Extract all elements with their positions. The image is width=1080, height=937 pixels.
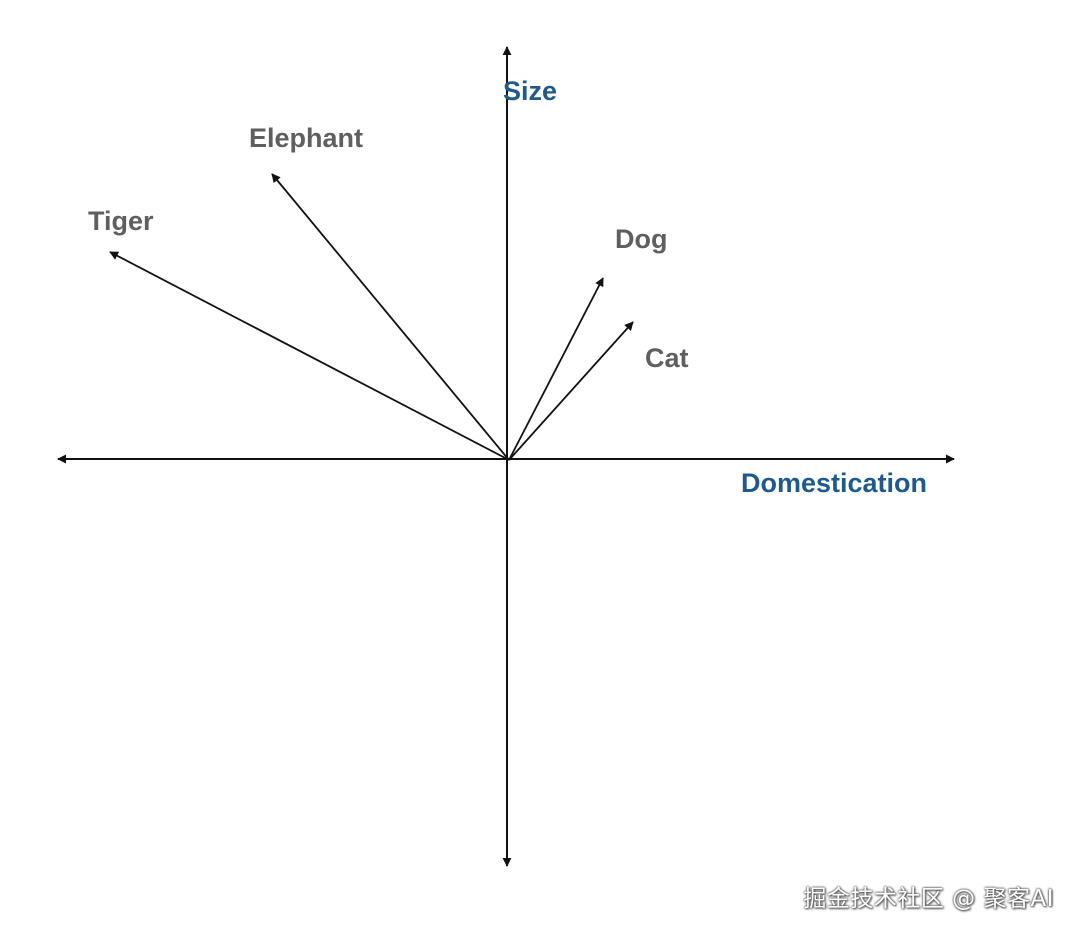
elephant-vector bbox=[271, 173, 510, 461]
elephant-label: Elephant bbox=[249, 123, 363, 153]
dog-vector bbox=[508, 277, 604, 461]
y-axis-label: Size bbox=[503, 76, 557, 106]
x-axis-label: Domestication bbox=[741, 468, 927, 498]
tiger-label: Tiger bbox=[88, 206, 154, 236]
dog-label: Dog bbox=[615, 224, 667, 254]
watermark: 掘金技术社区 @ 聚客AI bbox=[803, 886, 1054, 912]
tiger-vector bbox=[109, 251, 510, 461]
cat-vector bbox=[508, 321, 634, 461]
cat-label: Cat bbox=[645, 343, 689, 373]
